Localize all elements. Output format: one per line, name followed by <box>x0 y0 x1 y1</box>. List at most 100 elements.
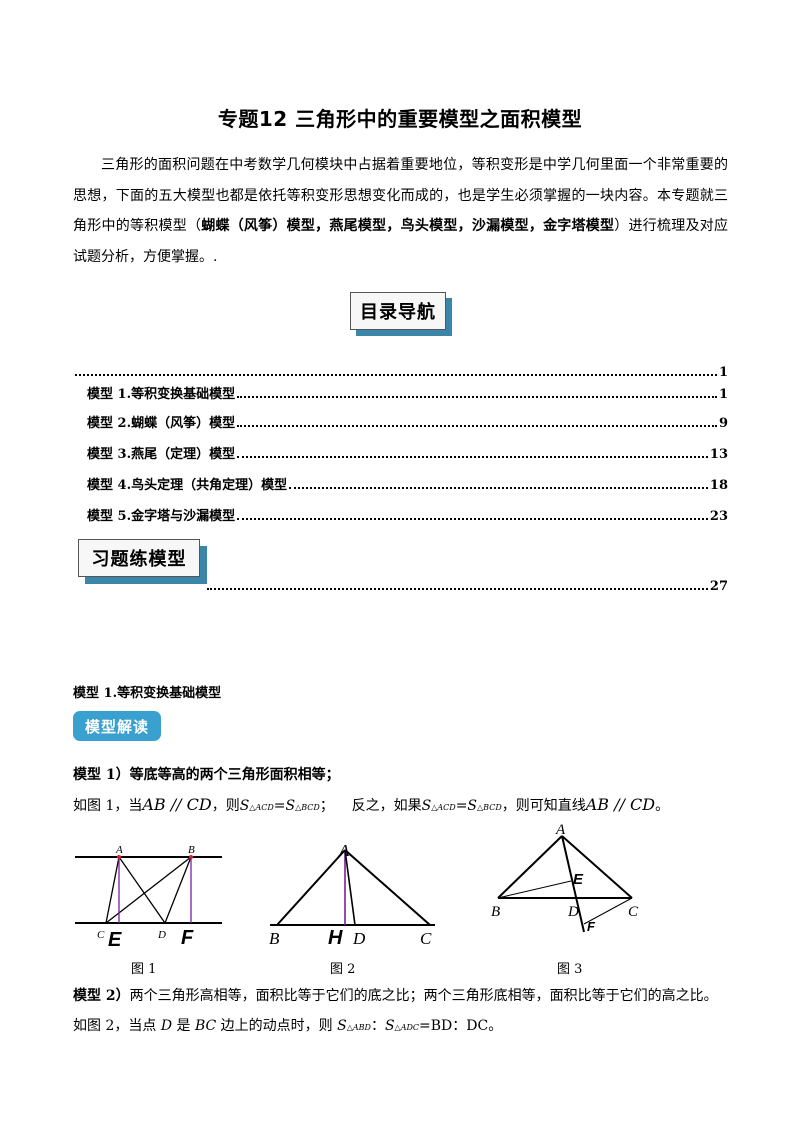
toc-leader <box>237 396 717 398</box>
label-b: B <box>188 844 195 856</box>
math-s: S <box>421 798 432 814</box>
label-b: B <box>491 904 500 920</box>
math-sub-bcd: △BCD <box>477 803 502 812</box>
toc-label: 模型 4.鸟头定理（共角定理）模型 <box>87 478 288 493</box>
text: 边上的动点时，则 <box>216 1018 338 1034</box>
seg-ac <box>561 835 633 899</box>
math-sub-abd: △ABD <box>346 1023 371 1032</box>
text: 反之，如果 <box>351 798 422 814</box>
toc-label: 模型 3.燕尾（定理）模型 <box>87 447 236 462</box>
figure-3-diagram: A E B D C F <box>491 822 639 934</box>
math-s: S <box>467 798 478 814</box>
math-ab-parallel-cd: AB // CD <box>585 795 656 814</box>
text: ： <box>370 1018 385 1034</box>
seg-bd <box>164 856 192 924</box>
label-h: H <box>328 927 343 949</box>
model2-text: 两个三角形高相等，面积比等于它们的底之比；两个三角形底相等，面积比等于它们的高之… <box>129 988 718 1004</box>
text: 如图 1，当 <box>73 798 143 814</box>
label-e: E <box>108 929 122 948</box>
math-s: S <box>239 798 250 814</box>
toc-leader <box>237 425 717 427</box>
figure-1-diagram: A B C E D F <box>75 844 222 948</box>
model2-example: 如图 2，当点 D 是 BC 边上的动点时，则 S△ABD：S△ADC=BD：D… <box>73 1015 733 1035</box>
model1-statement: 如图 1，当AB // CD，则S△ACD=S△BCD； 反之，如果S△ACD=… <box>73 795 733 815</box>
math-s: S <box>384 1018 395 1034</box>
text: ，则 <box>211 798 240 814</box>
label-d: D <box>157 929 166 941</box>
intro-text-1: 三角形的面积问题在中考数学几何模块中占据着重要地位，等积变形是中学几何里面一个非… <box>73 157 728 234</box>
label-d: D <box>567 904 579 920</box>
toc-page: 23 <box>709 509 728 524</box>
toc-entry-model1[interactable]: 模型 1.等积变换基础模型 1 <box>87 384 728 402</box>
label-b: B <box>269 929 280 948</box>
label-f: F <box>181 927 194 948</box>
math-eq: = <box>273 798 286 814</box>
toc-entry-exercise[interactable]: 27 <box>205 576 728 594</box>
intro-paragraph: 三角形的面积问题在中考数学几何模块中占据着重要地位，等积变形是中学几何里面一个非… <box>73 150 728 272</box>
toc-page: 13 <box>709 447 728 462</box>
intro-text-2: ）进行梳理及对应试题分析，方便掌握。. <box>73 218 729 265</box>
exercise-label: 习题练模型 <box>78 539 200 577</box>
toc-page: 1 <box>718 365 728 380</box>
math-sub-acd: △ACD <box>431 803 456 812</box>
text: 如图 2，当点 <box>73 1018 161 1034</box>
model2-statement: 模型 2）两个三角形高相等，面积比等于它们的底之比；两个三角形底相等，面积比等于… <box>73 985 733 1005</box>
math-bc: BC <box>194 1018 217 1034</box>
label-a: A <box>338 841 350 860</box>
text: =BD：DC。 <box>419 1018 503 1034</box>
toc-leader <box>75 374 717 376</box>
label-a: A <box>115 844 123 856</box>
toc-leader <box>207 588 708 590</box>
seg-ad <box>118 856 166 924</box>
toc-label: 模型 5.金字塔与沙漏模型 <box>87 509 236 524</box>
text: ； <box>319 798 334 814</box>
toc-entry-model5[interactable]: 模型 5.金字塔与沙漏模型 23 <box>87 506 728 524</box>
toc-label: 模型 2.蝴蝶（风筝）模型 <box>87 416 236 431</box>
figure-2-diagram: A B H D C <box>269 841 435 949</box>
toc-entry[interactable]: 1 <box>73 362 728 380</box>
seg-af <box>561 835 585 933</box>
label-f: F <box>587 919 596 934</box>
section-title: 模型 1.等积变换基础模型 <box>73 686 222 701</box>
label-c: C <box>420 929 432 948</box>
math-sub-acd: △ACD <box>249 803 274 812</box>
math-s: S <box>285 798 296 814</box>
toc-label: 模型 1.等积变换基础模型 <box>87 387 236 402</box>
seg-be <box>497 880 572 899</box>
exercise-button[interactable]: 习题练模型 <box>78 539 208 585</box>
label-e: E <box>573 871 584 888</box>
label-a: A <box>555 822 566 838</box>
toc-leader <box>237 456 708 458</box>
text: ，则可知直线 <box>501 798 586 814</box>
toc-page: 18 <box>709 478 728 493</box>
seg-ad <box>344 849 356 926</box>
toc-page: 9 <box>718 416 728 431</box>
math-sub-bcd: △BCD <box>295 803 320 812</box>
math-eq: = <box>455 798 468 814</box>
model1-heading: 模型 1）等底等高的两个三角形面积相等； <box>73 767 340 783</box>
label-d: D <box>352 929 366 948</box>
model-read-button[interactable]: 模型解读 <box>73 711 161 741</box>
seg-ab <box>276 849 346 926</box>
toc-nav-button[interactable]: 目录导航 <box>350 292 450 334</box>
seg-ac <box>105 856 120 924</box>
toc-entry-model3[interactable]: 模型 3.燕尾（定理）模型 13 <box>87 444 728 462</box>
point-b <box>189 855 193 859</box>
page-title: 专题12 三角形中的重要模型之面积模型 <box>217 107 583 131</box>
figure-2-caption: 图 2 <box>330 962 356 977</box>
toc-page: 27 <box>709 579 728 594</box>
seg-fc <box>583 897 633 925</box>
math-d: D <box>160 1018 173 1034</box>
figure-3-caption: 图 3 <box>557 962 583 977</box>
toc-entry-model2[interactable]: 模型 2.蝴蝶（风筝）模型 9 <box>87 413 728 431</box>
seg-ac <box>344 849 431 926</box>
toc-page: 1 <box>718 387 728 402</box>
toc-leader <box>237 518 708 520</box>
figure-1-caption: 图 1 <box>131 962 157 977</box>
toc-entry-model4[interactable]: 模型 4.鸟头定理（共角定理）模型 18 <box>87 475 728 493</box>
toc-leader <box>289 487 708 489</box>
label-c: C <box>97 929 105 941</box>
model2-heading: 模型 2） <box>73 988 130 1004</box>
seg-bc <box>105 856 192 924</box>
text: 是 <box>172 1018 195 1034</box>
